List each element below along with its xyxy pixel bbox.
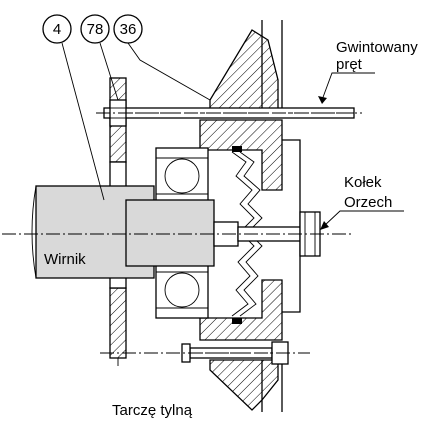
- threaded-rod-label-1: Gwintowany: [336, 39, 418, 56]
- balloon-36: 36: [113, 14, 211, 101]
- dowel-label: Kołek: [344, 174, 382, 191]
- label-rear-plate: Tarczę tylną: [112, 358, 193, 419]
- threaded-rod-label-2: pręt: [336, 56, 363, 73]
- nut-label: Orzech: [344, 194, 392, 211]
- balloon-36-text: 36: [120, 21, 137, 38]
- label-threaded-rod: Gwintowany pręt: [318, 39, 418, 104]
- bearing-lower: [155, 261, 209, 319]
- bearing-upper: [155, 147, 209, 205]
- balloon-4: 4: [42, 14, 105, 201]
- balloon-78-text: 78: [87, 21, 104, 38]
- balloon-4-text: 4: [53, 21, 61, 38]
- rear-plate-label: Tarczę tylną: [112, 402, 193, 419]
- impeller: [31, 185, 215, 279]
- balloon-78: 78: [80, 14, 119, 101]
- label-dowel-nut: Kołek Orzech: [320, 174, 404, 230]
- impeller-label: Wirnik: [44, 251, 86, 268]
